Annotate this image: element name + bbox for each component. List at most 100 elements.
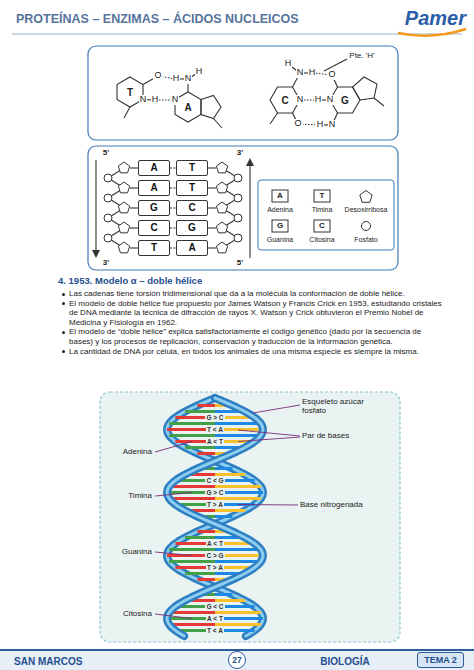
node-text: T bbox=[189, 183, 195, 193]
backbone-line bbox=[130, 167, 138, 168]
base-block: T bbox=[176, 180, 208, 196]
legend-sample bbox=[360, 191, 372, 203]
backbone-line bbox=[208, 247, 216, 248]
pair-label: G < C bbox=[205, 603, 224, 610]
sugar-pentagon bbox=[216, 182, 227, 193]
base-block: G bbox=[176, 220, 208, 236]
strand-arrowhead bbox=[92, 250, 100, 258]
ring-outline bbox=[330, 87, 360, 113]
strand-end: 3' bbox=[237, 149, 243, 158]
base-pair-rung bbox=[169, 548, 215, 551]
callout-label: Par de bases bbox=[302, 432, 349, 441]
atom-symbol: O bbox=[153, 71, 162, 81]
base-pair-rung bbox=[215, 473, 245, 476]
legend-text: Citosina bbox=[309, 236, 334, 244]
legend-text: Timina bbox=[312, 206, 333, 214]
bullet-dot bbox=[62, 350, 65, 353]
sugar-pentagon bbox=[216, 162, 227, 173]
legend-letter: T bbox=[320, 192, 325, 201]
leader-line bbox=[155, 493, 192, 497]
atom-symbol: O bbox=[327, 70, 336, 80]
footer-text: BIOLOGÍA bbox=[320, 656, 369, 667]
node-text: G bbox=[150, 203, 158, 213]
legend-letter: C bbox=[319, 222, 325, 231]
bullet-item: La cantidad de DNA por célula, en todos … bbox=[60, 347, 444, 357]
backbone-line bbox=[130, 227, 138, 228]
pair-label: T > A bbox=[206, 564, 224, 571]
page-number: 27 bbox=[228, 651, 246, 669]
logo-swoosh bbox=[398, 29, 466, 36]
atom-symbol: O bbox=[293, 119, 302, 129]
base-letter: T bbox=[126, 87, 134, 98]
leader-lines bbox=[155, 405, 300, 619]
base-pair-rung bbox=[185, 446, 215, 449]
backbone-line bbox=[130, 247, 138, 248]
base-pair-rung bbox=[197, 530, 215, 533]
hydrogen-bond bbox=[302, 124, 315, 126]
phosphate-circle bbox=[234, 174, 242, 182]
base-pair-rung bbox=[185, 410, 215, 413]
logo-text: Pamer bbox=[405, 7, 466, 29]
dna-ladder bbox=[92, 158, 254, 258]
strand-arrowhead bbox=[246, 158, 254, 166]
sugar-pentagon bbox=[118, 222, 129, 233]
base-pair-rung bbox=[185, 572, 215, 575]
leader-line bbox=[155, 552, 192, 556]
base-pair-rung bbox=[215, 593, 233, 596]
base-pair-rung bbox=[215, 560, 261, 563]
bullet-item: El modelo de doble hélice fue propuesto … bbox=[60, 299, 444, 328]
legend-text: Desoxirribosa bbox=[345, 206, 388, 214]
bullet-item: Las cadenas tiene torsión tridimensional… bbox=[60, 289, 444, 299]
legend-text: Adenina bbox=[267, 206, 293, 214]
atom-symbol: H bbox=[284, 59, 293, 69]
pair-label: G > C bbox=[205, 489, 224, 496]
node-text: A bbox=[150, 163, 157, 173]
hydrogen-bond bbox=[304, 100, 314, 101]
leader-line bbox=[155, 614, 192, 619]
figure-frame bbox=[88, 46, 398, 140]
phosphate-circle bbox=[104, 214, 112, 222]
atom-symbol: N bbox=[296, 68, 305, 78]
legend-letter: A bbox=[277, 192, 283, 201]
hydrogen-bond bbox=[162, 77, 172, 79]
base-block: A bbox=[176, 240, 208, 256]
hydrogen-bond bbox=[316, 73, 327, 74]
base-block: A bbox=[138, 160, 170, 176]
legend-frame bbox=[258, 180, 394, 250]
pair-label: T < A bbox=[206, 426, 224, 433]
base-pair-rung bbox=[169, 422, 215, 425]
base-pair-rung bbox=[215, 515, 233, 518]
leader-line bbox=[238, 437, 300, 442]
backbone-line bbox=[208, 207, 216, 208]
phosphate-circle bbox=[234, 234, 242, 242]
backbone-line bbox=[208, 167, 216, 168]
base-pair-structures bbox=[117, 59, 384, 128]
callout-label: Adenina bbox=[123, 448, 152, 457]
bullet-dot bbox=[62, 302, 65, 305]
pair-label: T > A bbox=[206, 501, 224, 508]
base-pair-rung bbox=[169, 485, 215, 488]
callout-label: Citosina bbox=[123, 610, 152, 619]
phosphate-circle bbox=[234, 194, 242, 202]
node-text: A bbox=[188, 243, 195, 253]
base-pair-rung bbox=[197, 404, 215, 407]
leader-line bbox=[238, 504, 298, 506]
bullet-dot bbox=[62, 331, 65, 334]
bullet-dot bbox=[62, 293, 65, 296]
atom-symbol: N bbox=[296, 95, 305, 105]
node-text: T bbox=[151, 243, 157, 253]
base-block: T bbox=[138, 240, 170, 256]
node-text: A bbox=[150, 183, 157, 193]
atom-symbol: H bbox=[172, 74, 181, 84]
hydrogen-bond bbox=[159, 100, 171, 101]
bullet-text: La cantidad de DNA por célula, en todos … bbox=[69, 347, 419, 356]
legend-sample bbox=[314, 220, 330, 232]
pair-label: G > C bbox=[205, 414, 224, 421]
running-header: PROTEÍNAS – ENZIMAS – ÁCIDOS NUCLEICOS bbox=[16, 13, 299, 27]
pair-label: C < G bbox=[205, 477, 224, 484]
double-helix bbox=[167, 398, 263, 636]
base-pair-rung bbox=[215, 611, 261, 614]
node-text: TEMA 2 bbox=[424, 656, 457, 665]
phosphate-circle bbox=[104, 194, 112, 202]
base-block: G bbox=[138, 200, 170, 216]
